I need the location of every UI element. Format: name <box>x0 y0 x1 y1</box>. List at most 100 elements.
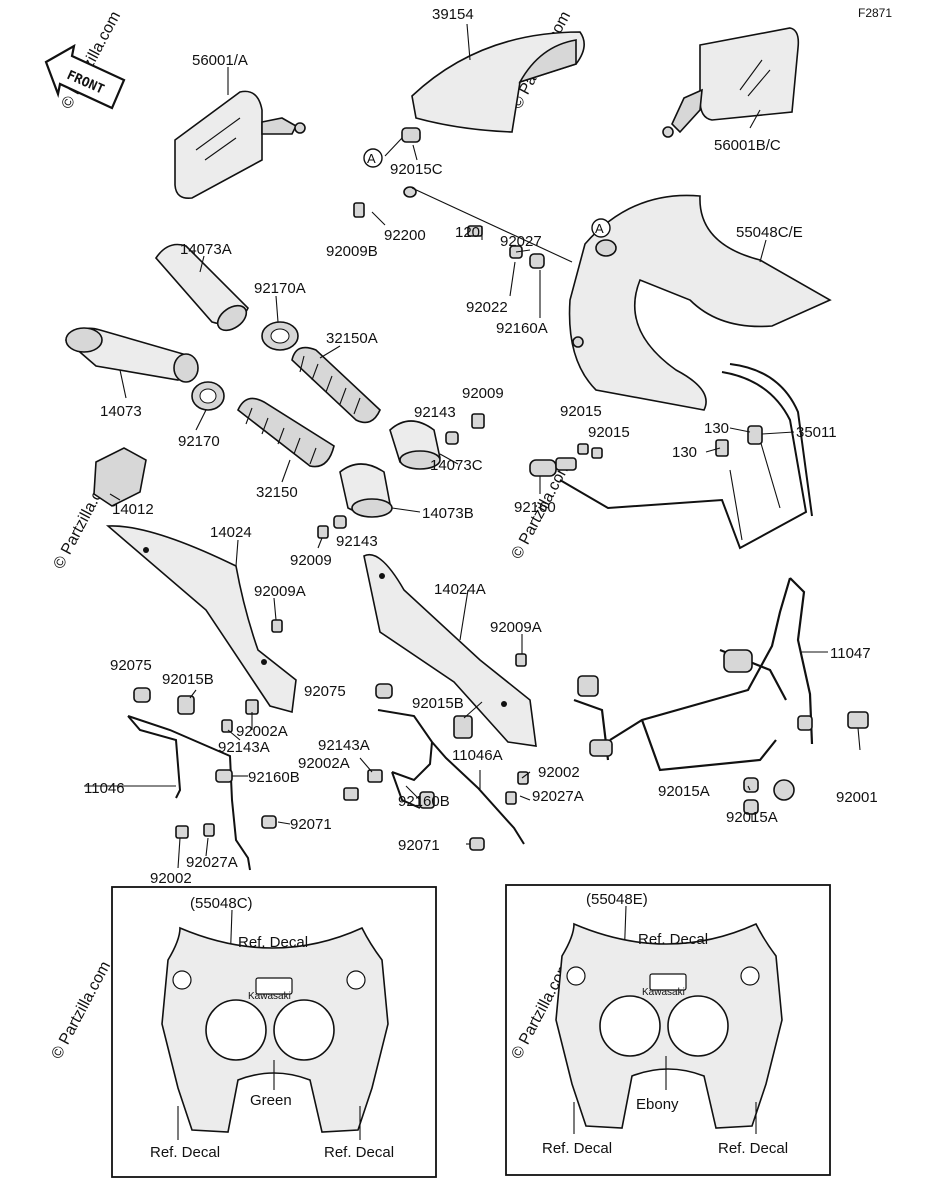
ref-decal-label: Ref. Decal <box>638 931 708 948</box>
brand-decal: Kawasaki <box>642 987 685 998</box>
part-label: 92200 <box>384 227 426 244</box>
part-label: 92027 <box>500 233 542 250</box>
box-14012-part <box>93 447 147 507</box>
bracket-11046a-part <box>343 683 529 851</box>
part-label: 92009 <box>462 385 504 402</box>
part-label: 11046A <box>452 747 503 764</box>
part-label: 14073 <box>100 403 142 420</box>
part-label: 130 <box>704 420 729 437</box>
part-label: 92001 <box>836 789 878 806</box>
part-label: 56001B/C <box>714 137 781 154</box>
inset-55048c: (55048C) Kawasaki Ref. Decal Green Ref. … <box>111 886 437 1178</box>
leader-lines <box>84 23 861 869</box>
left-mirror-part <box>174 90 306 200</box>
inset-title: (55048E) <box>586 891 648 908</box>
page-code: F2871 <box>858 6 892 20</box>
part-label: 92009 <box>290 552 332 569</box>
part-label: 11046 <box>84 780 125 797</box>
part-label: 92170A <box>254 280 306 297</box>
part-label: 56001/A <box>192 52 248 69</box>
part-label: 14024 <box>210 524 252 541</box>
part-label: 92027A <box>532 788 584 805</box>
part-label: 92002A <box>236 723 288 740</box>
ref-decal-label: Ref. Decal <box>150 1144 220 1161</box>
part-label: 14073C <box>430 457 483 474</box>
color-label: Green <box>250 1092 292 1109</box>
part-label: 14073A <box>180 241 232 258</box>
part-label: 92143 <box>414 404 456 421</box>
part-label: 35011 <box>796 424 837 441</box>
brand-decal: Kawasaki <box>248 991 291 1002</box>
hose-32150-part <box>237 397 335 468</box>
part-label: 39154 <box>432 6 474 23</box>
inner-panel-14024-part <box>105 525 297 714</box>
part-label: 14024A <box>434 581 486 598</box>
part-label: 92009A <box>490 619 542 636</box>
part-label: 92002 <box>538 764 580 781</box>
part-label: 14073B <box>422 505 474 522</box>
part-label: 92015B <box>412 695 464 712</box>
part-label: 92170 <box>178 433 220 450</box>
small-screws <box>317 413 485 539</box>
inner-panel-14024a-part <box>363 553 537 747</box>
part-label: 14012 <box>112 501 154 518</box>
part-label: 92027A <box>186 854 238 871</box>
air-duct-14073-part <box>64 327 199 383</box>
part-label: 92075 <box>304 683 346 700</box>
grommet-part: A <box>363 127 421 168</box>
part-label: 92160B <box>248 769 300 786</box>
part-label: 92009B <box>326 243 378 260</box>
watermark-text: © Partzilla.com <box>49 959 115 1062</box>
plate-92160-part <box>529 443 603 477</box>
part-labels: 39154 56001/A 56001B/C 92015C 92200 9200… <box>84 6 878 887</box>
part-label: 32150A <box>326 330 378 347</box>
ref-marker-a: A <box>595 221 604 236</box>
ref-decal-label: Ref. Decal <box>324 1144 394 1161</box>
part-label: 92071 <box>398 837 440 854</box>
part-label: 92160 <box>514 499 556 516</box>
part-label: 92143 <box>336 533 378 550</box>
air-duct-14073a-part <box>154 243 249 332</box>
inset-title: (55048C) <box>190 895 253 912</box>
part-label: 92071 <box>290 816 332 833</box>
ref-decal-label: Ref. Decal <box>718 1140 788 1157</box>
part-label: 92160A <box>496 320 548 337</box>
frame-11047-part <box>573 577 869 815</box>
front-arrow-icon: FRONT <box>44 43 126 110</box>
part-label: 92015A <box>658 783 710 800</box>
hose-32150a-part <box>291 346 381 424</box>
part-label: 92002 <box>150 870 192 887</box>
windshield-part <box>411 31 585 133</box>
part-label: 92143A <box>218 739 270 756</box>
part-label: 120 <box>455 224 480 241</box>
ref-marker-a: A <box>367 151 376 166</box>
ref-decal-label: Ref. Decal <box>238 934 308 951</box>
part-label: 92015 <box>588 424 630 441</box>
part-label: 130 <box>672 444 697 461</box>
stay-35011-part <box>559 363 813 550</box>
inset-55048e: (55048E) Kawasaki Ref. Decal Ebony Ref. … <box>505 884 831 1176</box>
right-mirror-part <box>662 27 800 138</box>
part-label: 92015A <box>726 809 778 826</box>
color-label: Ebony <box>636 1096 679 1113</box>
part-label: 92002A <box>298 755 350 772</box>
part-label: 92022 <box>466 299 508 316</box>
upper-cowling-part: A <box>568 194 832 411</box>
clamp-92170a-part <box>261 321 299 351</box>
part-label: 92075 <box>110 657 152 674</box>
elbow-14073c-part <box>389 420 441 470</box>
elbow-14073b-part <box>339 463 393 518</box>
ref-decal-label: Ref. Decal <box>542 1140 612 1157</box>
part-label: 92009A <box>254 583 306 600</box>
part-label: 92160B <box>398 793 450 810</box>
part-label: 92015C <box>390 161 443 178</box>
part-label: 55048C/E <box>736 224 803 241</box>
part-label: 32150 <box>256 484 298 501</box>
part-label: 92015B <box>162 671 214 688</box>
clamp-92170-part <box>191 381 225 411</box>
bolt-washer-parts <box>353 186 573 263</box>
part-label: 92143A <box>318 737 370 754</box>
part-label: 11047 <box>830 645 871 662</box>
part-label: 92015 <box>560 403 602 420</box>
